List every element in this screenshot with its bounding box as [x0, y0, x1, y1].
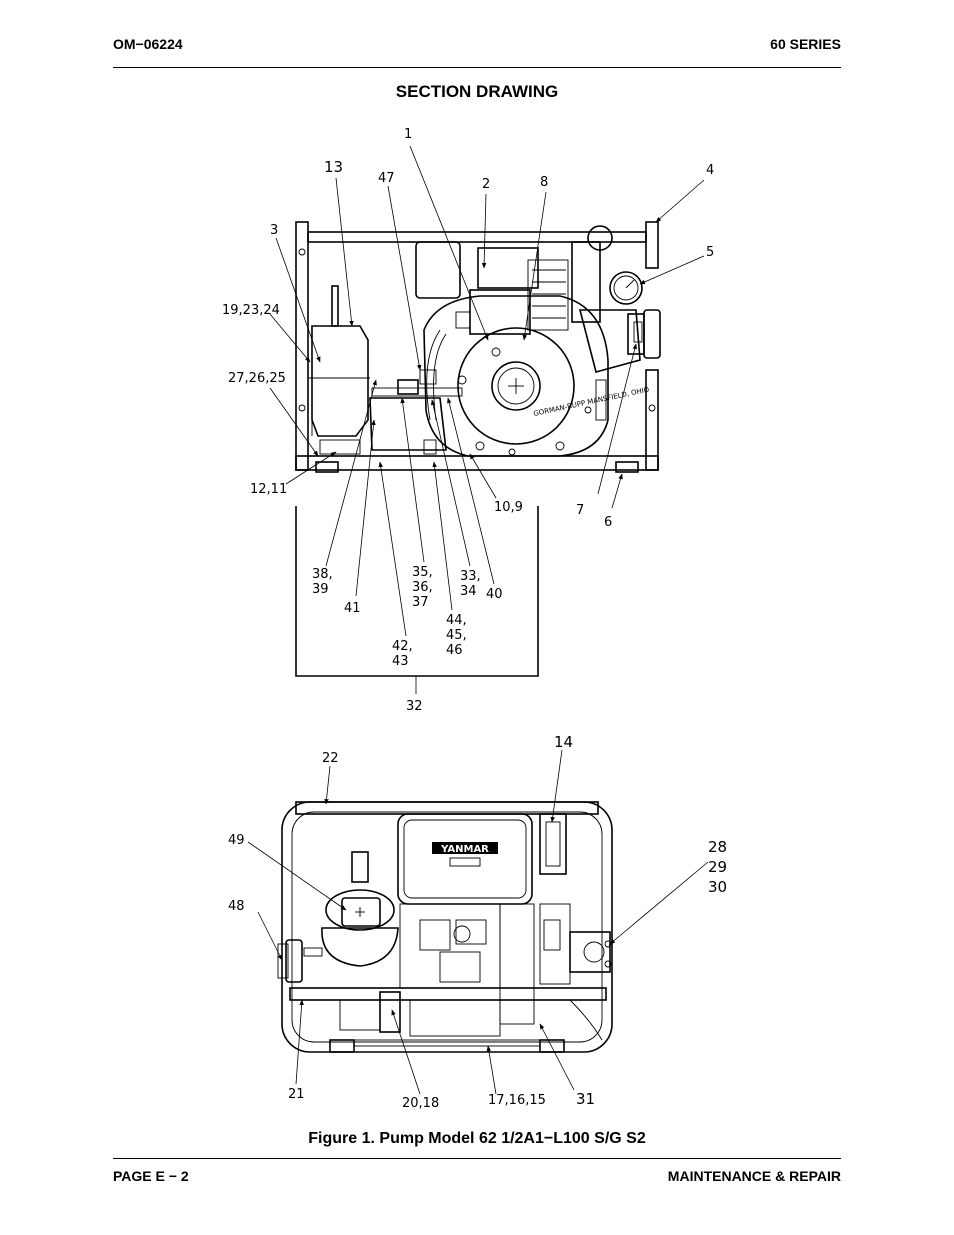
suction-housing	[311, 325, 369, 437]
series-label: 60 SERIES	[770, 36, 841, 52]
callout-37: 37	[412, 595, 429, 610]
callout-46: 46	[446, 643, 463, 658]
fuel-tank	[539, 813, 567, 875]
base-bracket	[295, 506, 539, 677]
callout-32: 32	[406, 699, 423, 714]
callout-33: 33,	[460, 569, 481, 584]
pump-suction-head	[325, 889, 395, 931]
frame-outer	[281, 801, 613, 1053]
top-view: YANMAR	[277, 801, 613, 1053]
side-view: GORMAN-RUPP MANSFIELD, OHIO	[295, 221, 661, 694]
callout-6: 6	[604, 515, 612, 530]
footer-rule	[113, 1158, 841, 1159]
callout-34: 34	[460, 584, 477, 599]
callout-44: 44,	[446, 613, 467, 628]
suction-port	[491, 361, 541, 411]
callout-40: 40	[486, 587, 503, 602]
callout-42: 42,	[392, 639, 413, 654]
callout-41: 41	[344, 601, 361, 616]
frame-top-rail	[307, 231, 647, 243]
callout-48: 48	[228, 899, 245, 914]
pressure-gauge	[609, 271, 643, 305]
callout-36: 36,	[412, 580, 433, 595]
page-number: PAGE E − 2	[113, 1168, 189, 1184]
top-view-leaders	[247, 749, 709, 1095]
callout-39: 39	[312, 582, 329, 597]
section-title: SECTION DRAWING	[395, 82, 559, 101]
callout-22: 22	[322, 751, 339, 766]
discharge-fitting	[351, 851, 369, 883]
callout-28: 28	[708, 838, 727, 856]
callout-35: 35,	[412, 565, 433, 580]
callout-20-18: 20,18	[402, 1096, 439, 1111]
callout-14: 14	[554, 733, 573, 751]
callout-27-26-25: 27,26,25	[228, 371, 286, 386]
doc-number: OM−06224	[113, 36, 183, 52]
callout-47: 47	[378, 171, 395, 186]
callout-3: 3	[270, 223, 278, 238]
callout-5: 5	[706, 245, 714, 260]
pump-casing	[457, 327, 575, 445]
callout-2: 2	[482, 177, 490, 192]
callout-4: 4	[706, 163, 714, 178]
callout-7: 7	[576, 503, 584, 518]
callout-12-11: 12,11	[250, 482, 287, 497]
callout-13: 13	[324, 158, 343, 176]
header-rule	[113, 67, 841, 68]
engine-logo-plate	[432, 842, 498, 854]
pump-volute	[423, 295, 609, 457]
callout-21: 21	[288, 1087, 305, 1102]
callout-38: 38,	[312, 567, 333, 582]
callout-1: 1	[404, 127, 412, 142]
manufacturer-stamp: GORMAN-RUPP MANSFIELD, OHIO	[533, 385, 651, 417]
frame-middle-bar	[289, 987, 607, 1001]
suction-flange	[285, 939, 303, 983]
top-view-labels: 22 14 49 48 28 29 30 21 20,18 17,16,15 3…	[228, 733, 727, 1111]
side-view-leaders	[269, 145, 705, 637]
engine-air-cleaner	[415, 241, 461, 299]
figure-caption: Figure 1. Pump Model 62 1/2A1−L100 S/G S…	[308, 1130, 646, 1147]
control-box	[569, 931, 611, 973]
callout-45: 45,	[446, 628, 467, 643]
callout-10-9: 10,9	[494, 500, 523, 515]
frame-base	[295, 455, 659, 471]
side-view-labels: 1 2 3 4 5 6 7 8 13 47 19,23,24 27,26,25 …	[222, 127, 714, 714]
engine-housing	[397, 813, 533, 905]
callout-29: 29	[708, 858, 727, 876]
callout-19-23-24: 19,23,24	[222, 303, 280, 318]
callout-31: 31	[576, 1090, 595, 1108]
footer-section: MAINTENANCE & REPAIR	[667, 1168, 841, 1184]
pump-volute-top	[321, 927, 399, 967]
base-pan	[369, 397, 447, 451]
callout-30: 30	[708, 878, 727, 896]
callout-49: 49	[228, 833, 245, 848]
callout-43: 43	[392, 654, 409, 669]
engine-logo: YANMAR	[440, 844, 489, 855]
callout-17-16-15: 17,16,15	[488, 1093, 546, 1108]
frame-right-post-top	[645, 221, 659, 269]
callout-8: 8	[540, 175, 548, 190]
